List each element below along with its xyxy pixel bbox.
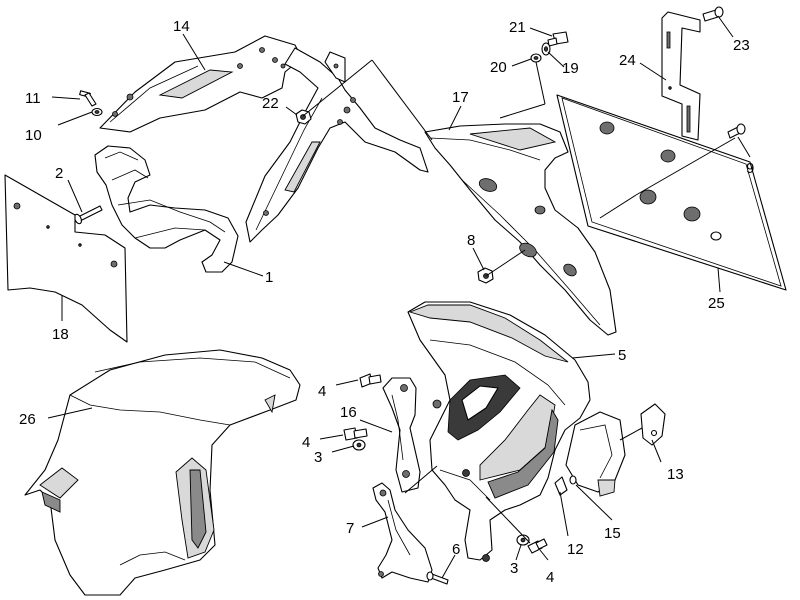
callout-18: 18 [52, 326, 69, 343]
callout-12: 12 [567, 541, 584, 558]
part-6-screw [426, 571, 449, 585]
leader-lines [47, 15, 751, 579]
callout-13: 13 [667, 466, 684, 483]
callout-14: 14 [173, 18, 190, 35]
callout-7: 7 [346, 520, 354, 537]
callout-15: 15 [604, 525, 621, 542]
part-5-hugger [407, 301, 626, 562]
callout-8: 8 [467, 232, 475, 249]
callout-22: 22 [262, 95, 279, 112]
part-8-nut [477, 267, 494, 284]
callout-24: 24 [619, 52, 636, 69]
part-4-bolt-middle [343, 427, 368, 441]
part-15-spacer [569, 475, 577, 485]
part-26-front-fender [24, 349, 301, 596]
callout-10: 10 [25, 127, 42, 144]
part-1-inner-mudguard [94, 145, 239, 273]
callout-1: 1 [265, 269, 273, 286]
part-23-screw [702, 6, 724, 22]
callout-3: 3 [314, 449, 322, 466]
callout-20: 20 [490, 59, 507, 76]
part-22-nut [295, 109, 312, 125]
callout-2: 2 [55, 165, 63, 182]
callout-4: 4 [302, 434, 310, 451]
callout-25: 25 [708, 295, 725, 312]
callout-21: 21 [509, 19, 526, 36]
part-2-screw [74, 205, 103, 225]
callout-9: 9 [746, 160, 754, 177]
callout-labels: 1 2 3 3 4 4 4 5 6 7 8 9 10 11 12 13 14 1… [19, 18, 754, 586]
part-7-bracket [372, 482, 433, 583]
part-24-plate-bracket [661, 11, 701, 141]
callout-26: 26 [19, 411, 36, 428]
part-16-stay-bracket [382, 377, 421, 493]
part-20-washer [530, 53, 542, 63]
callout-19: 19 [562, 60, 579, 77]
callout-3: 3 [510, 560, 518, 577]
callout-6: 6 [452, 541, 460, 558]
part-17-tail-cover [424, 123, 617, 336]
part-11-bolt [79, 90, 97, 107]
callout-11: 11 [25, 90, 41, 107]
part-21-bolt [547, 31, 569, 47]
part-9-screw [727, 123, 746, 139]
callout-4: 4 [318, 383, 326, 400]
part-13-reflector [640, 403, 666, 446]
part-10-washer [91, 107, 103, 117]
part-14-rear-bracket [99, 35, 429, 243]
callout-23: 23 [733, 37, 750, 54]
callout-4: 4 [546, 569, 554, 586]
part-4-bolt-upper [359, 373, 382, 388]
callout-16: 16 [340, 404, 357, 421]
callout-5: 5 [618, 347, 626, 364]
part-4-bolt-lower [527, 538, 548, 554]
part-3-washer-left [352, 439, 366, 451]
part-12-clip [554, 476, 568, 496]
callout-17: 17 [452, 89, 469, 106]
part-18-mud-flap [4, 174, 128, 343]
part-25-license-plate [556, 94, 787, 291]
